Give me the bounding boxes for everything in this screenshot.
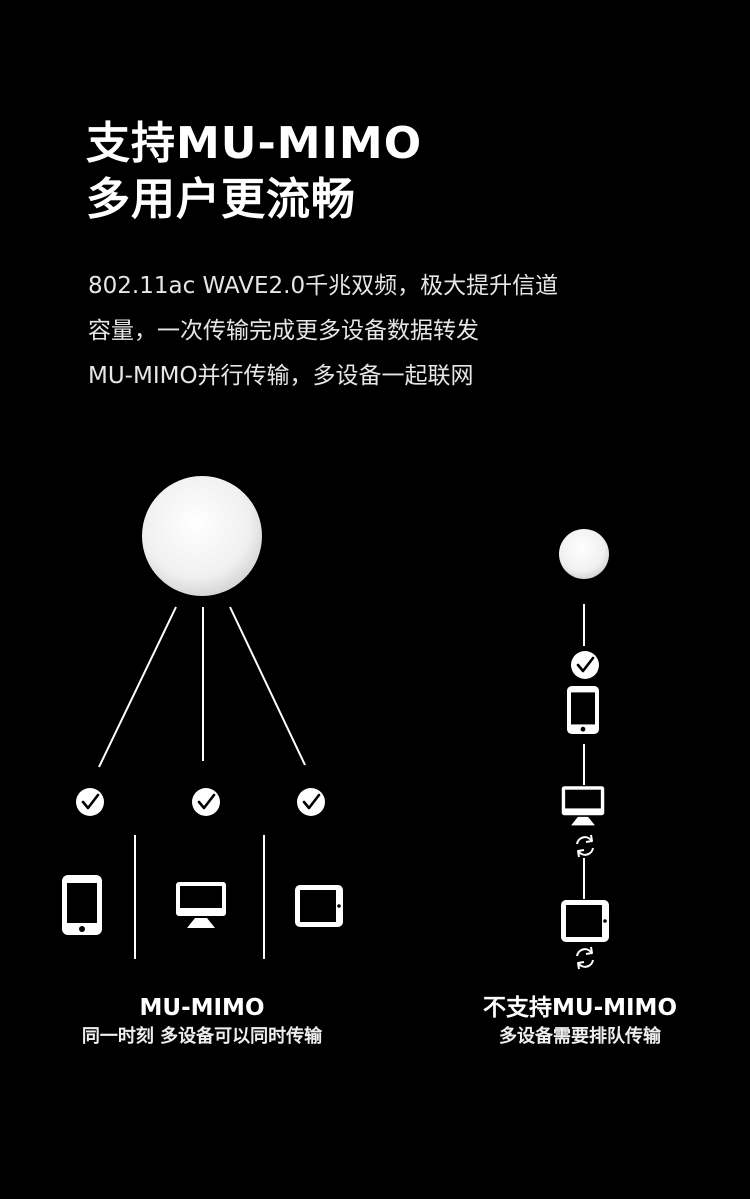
page-title: 支持MU-MIMO 多用户更流畅 bbox=[86, 116, 422, 228]
check-icon bbox=[190, 786, 222, 818]
description-line-2: 容量，一次传输完成更多设备数据转发 bbox=[88, 318, 479, 344]
link-line bbox=[229, 606, 306, 766]
title-line-1: 支持MU-MIMO bbox=[86, 118, 423, 169]
check-icon bbox=[295, 786, 327, 818]
tablet-icon bbox=[295, 885, 343, 927]
description-line-3: MU-MIMO并行传输，多设备一起联网 bbox=[88, 363, 474, 389]
phone-icon bbox=[62, 875, 102, 935]
right-caption-title: 不支持MU-MIMO bbox=[483, 995, 677, 1021]
link-line bbox=[98, 606, 177, 768]
sync-icon bbox=[576, 946, 594, 970]
left-panel bbox=[62, 476, 343, 959]
description: 802.11ac WAVE2.0千兆双频，极大提升信道 容量，一次传输完成更多设… bbox=[88, 264, 558, 399]
monitor-icon bbox=[561, 786, 605, 826]
phone-icon bbox=[567, 686, 599, 734]
description-line-1: 802.11ac WAVE2.0千兆双频，极大提升信道 bbox=[88, 273, 559, 299]
left-caption-subtitle: 同一时刻 多设备可以同时传输 bbox=[81, 1026, 323, 1047]
check-icon bbox=[74, 786, 106, 818]
left-caption: MU-MIMO 同一时刻 多设备可以同时传输 bbox=[52, 993, 352, 1051]
access-point-icon bbox=[559, 529, 609, 579]
check-icon bbox=[569, 649, 601, 681]
left-caption-title: MU-MIMO bbox=[139, 995, 265, 1021]
title-line-2: 多用户更流畅 bbox=[86, 174, 356, 225]
access-point-icon bbox=[142, 476, 262, 596]
right-panel bbox=[559, 529, 609, 970]
right-caption-subtitle: 多设备需要排队传输 bbox=[499, 1026, 661, 1047]
tablet-icon bbox=[561, 900, 609, 942]
sync-icon bbox=[576, 834, 594, 858]
monitor-icon bbox=[176, 882, 226, 928]
right-caption: 不支持MU-MIMO 多设备需要排队传输 bbox=[450, 993, 710, 1051]
